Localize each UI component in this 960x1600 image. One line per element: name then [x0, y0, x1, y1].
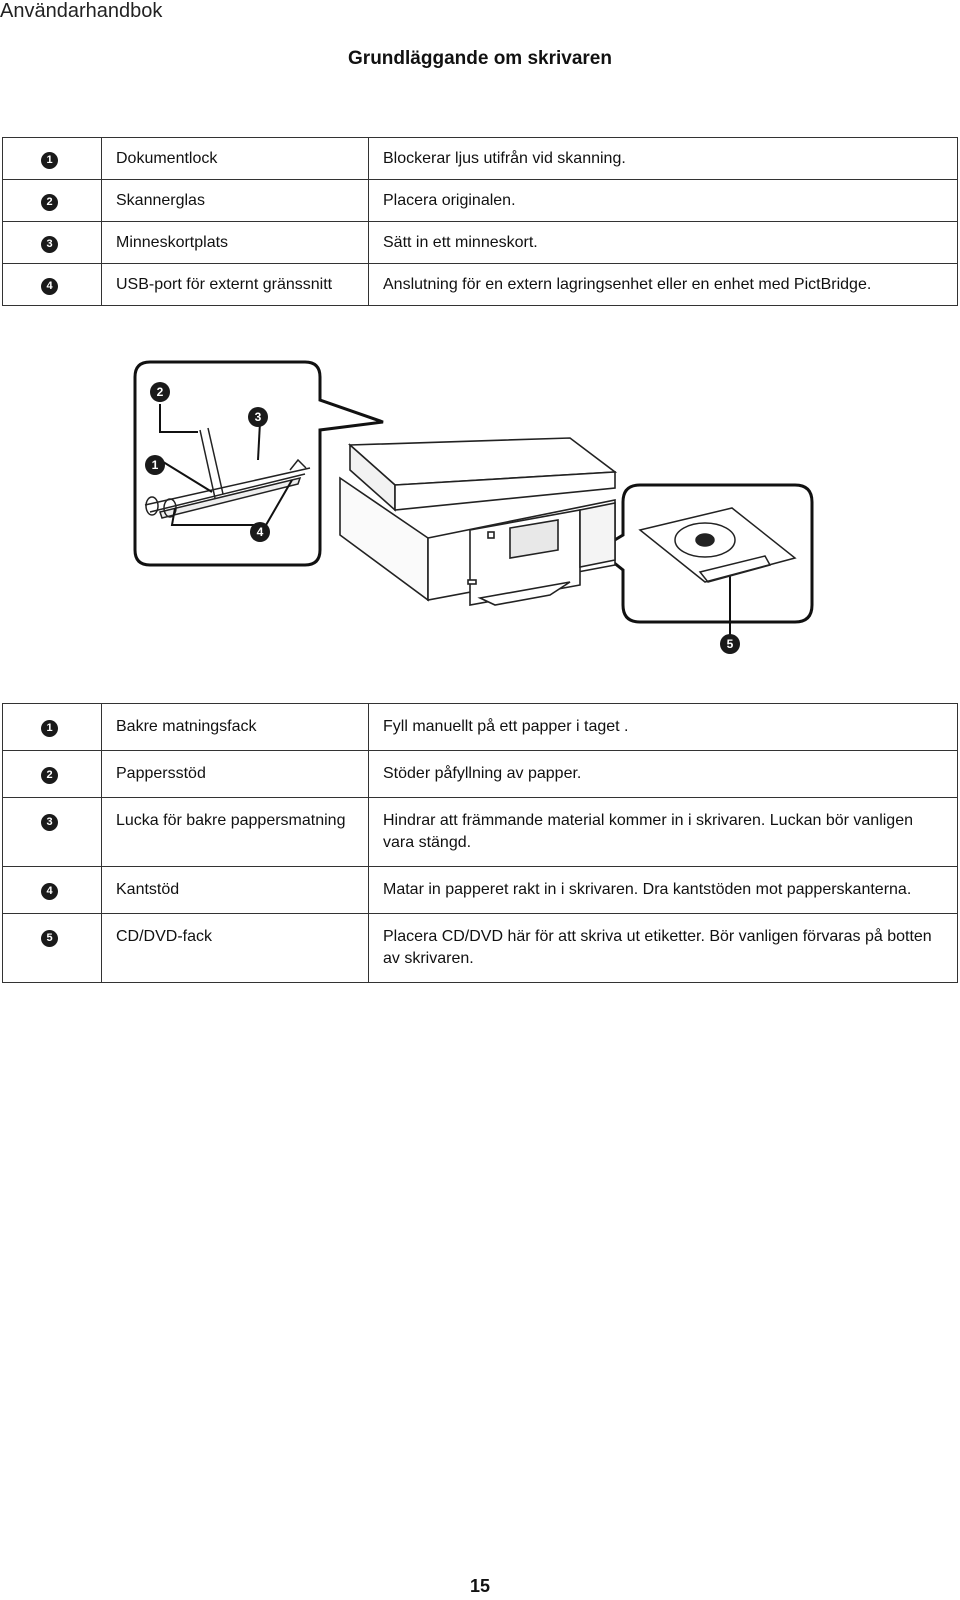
part-name: Pappersstöd: [101, 750, 369, 798]
callout-marker-5: 5: [720, 634, 740, 654]
callout-marker-3: 3: [248, 407, 268, 427]
table-row: 4 Kantstöd Matar in papperet rakt in i s…: [2, 866, 958, 914]
callout-marker-2: 2: [150, 382, 170, 402]
table-row: 2 Skannerglas Placera originalen.: [2, 179, 958, 222]
part-name: Dokumentlock: [101, 137, 369, 180]
part-name: Minneskortplats: [101, 221, 369, 264]
callout-number: 4: [41, 883, 58, 900]
callout-marker-4: 4: [250, 522, 270, 542]
callout-number: 5: [41, 930, 58, 947]
callout-leaders: [159, 404, 731, 635]
part-description: Stöder påfyllning av papper.: [368, 750, 958, 798]
svg-text:4: 4: [257, 525, 264, 539]
page-number: 15: [469, 1576, 491, 1596]
svg-text:1: 1: [152, 458, 159, 472]
rear-feeder-drawing: [144, 427, 311, 519]
part-description: Sätt in ett minneskort.: [368, 221, 958, 264]
callout-number: 2: [41, 767, 58, 784]
callout-number: 3: [41, 236, 58, 253]
table-row: 3 Lucka för bakre pappersmatning Hindrar…: [2, 797, 958, 867]
part-description: Hindrar att främmande material kommer in…: [368, 797, 958, 867]
part-description: Placera originalen.: [368, 179, 958, 222]
part-name: CD/DVD-fack: [101, 913, 369, 983]
table-row: 4 USB-port för externt gränssnitt Anslut…: [2, 263, 958, 306]
svg-text:2: 2: [157, 385, 164, 399]
printer-drawing: [339, 437, 618, 606]
table-row: 5 CD/DVD-fack Placera CD/DVD här för att…: [2, 913, 958, 983]
part-description: Fyll manuellt på ett papper i taget .: [368, 703, 958, 751]
document-header: Användarhandbok: [0, 0, 163, 22]
part-description: Anslutning för en extern lagringsenhet e…: [368, 263, 958, 306]
callout-number: 4: [41, 278, 58, 295]
printer-illustration: 1 2 3 4 5: [133, 360, 814, 654]
callout-number: 3: [41, 814, 58, 831]
callout-marker-1: 1: [145, 455, 165, 475]
table-row: 1 Dokumentlock Blockerar ljus utifrån vi…: [2, 137, 958, 180]
part-description: Placera CD/DVD här för att skriva ut eti…: [368, 913, 958, 983]
figure-callouts: 1 2 3 4 5: [145, 382, 740, 654]
callout-number: 1: [41, 152, 58, 169]
table-row: 3 Minneskortplats Sätt in ett minneskort…: [2, 221, 958, 264]
table-row: 1 Bakre matningsfack Fyll manuellt på et…: [2, 703, 958, 751]
table-row: 2 Pappersstöd Stöder påfyllning av pappe…: [2, 750, 958, 798]
callout-number: 1: [41, 720, 58, 737]
detail-bubble-cd: [595, 483, 814, 624]
part-description: Matar in papperet rakt in i skrivaren. D…: [368, 866, 958, 914]
part-name: Kantstöd: [101, 866, 369, 914]
section-title: Grundläggande om skrivaren: [348, 48, 612, 69]
parts-table-scanner: 1 Dokumentlock Blockerar ljus utifrån vi…: [2, 137, 958, 306]
part-name: Skannerglas: [101, 179, 369, 222]
part-description: Blockerar ljus utifrån vid skanning.: [368, 137, 958, 180]
part-name: Bakre matningsfack: [101, 703, 369, 751]
callout-number: 2: [41, 194, 58, 211]
svg-text:5: 5: [727, 637, 734, 651]
svg-text:3: 3: [255, 410, 262, 424]
detail-bubble-rear: [133, 360, 384, 567]
parts-table-rear: 1 Bakre matningsfack Fyll manuellt på et…: [2, 703, 958, 983]
part-name: Lucka för bakre pappersmatning: [101, 797, 369, 867]
cd-tray-drawing: [638, 507, 797, 583]
part-name: USB-port för externt gränssnitt: [101, 263, 369, 306]
